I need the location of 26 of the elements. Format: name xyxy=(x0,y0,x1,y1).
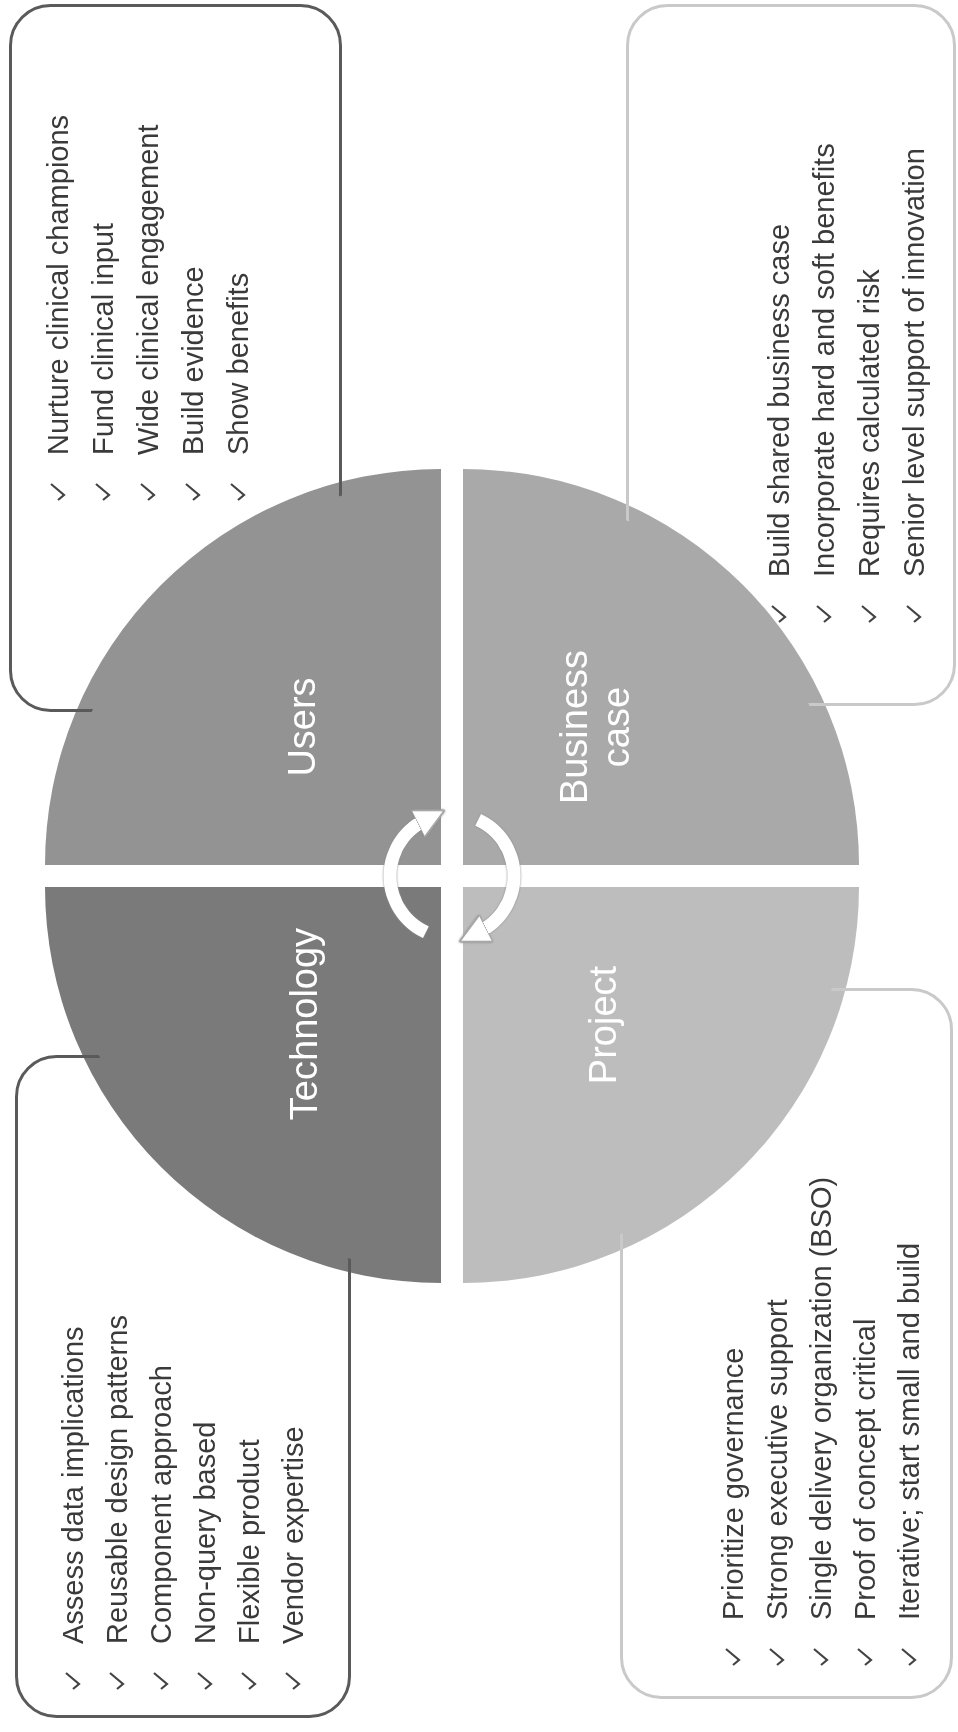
list-item: Incorporate hard and soft benefits xyxy=(807,143,841,577)
quadrant-label: Business case xyxy=(553,648,637,807)
list-item: Fund clinical input xyxy=(86,222,120,455)
list-item: Non-query based xyxy=(188,1421,222,1644)
quadrant-label: Project xyxy=(582,965,624,1085)
list-item: Iterative; start small and build xyxy=(892,1242,926,1620)
list-item: Build shared business case xyxy=(762,223,796,577)
list-item: Vendor expertise xyxy=(276,1426,310,1644)
quadrant-segment xyxy=(45,469,441,865)
quadrant-label: Technology xyxy=(283,927,325,1121)
list-item: Strong executive support xyxy=(760,1299,794,1620)
list-item: Nurture clinical champions xyxy=(41,114,75,455)
list-item: Senior level support of innovation xyxy=(897,148,931,577)
quadrant-segment xyxy=(45,887,441,1283)
quadrant-label: Users xyxy=(281,677,323,777)
list-item: Flexible product xyxy=(232,1439,266,1644)
list-item: Single delivery organization (BSO) xyxy=(804,1176,838,1620)
list-item: Assess data implications xyxy=(56,1326,90,1644)
list-item: Proof of concept critical xyxy=(848,1318,882,1620)
list-item: Build evidence xyxy=(176,266,210,455)
list-item: Show benefits xyxy=(221,272,255,455)
list-item: Component approach xyxy=(144,1365,178,1644)
list-item: Wide clinical engagement xyxy=(131,124,165,455)
list-item: Reusable design patterns xyxy=(100,1315,134,1644)
list-item: Prioritize governance xyxy=(716,1347,750,1620)
list-item: Requires calculated risk xyxy=(852,269,886,577)
